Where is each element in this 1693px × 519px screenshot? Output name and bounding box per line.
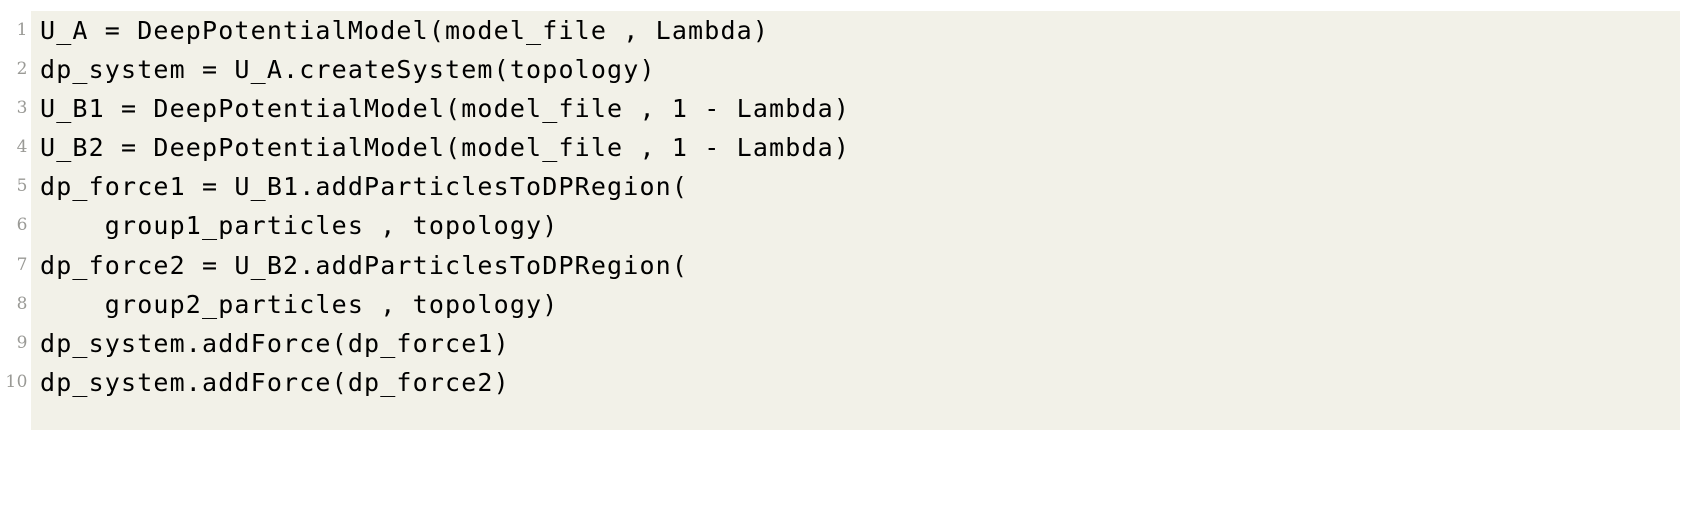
line-number: 6 — [16, 215, 28, 236]
code-line: 7 dp_force2 = U_B2.addParticlesToDPRegio… — [0, 246, 1693, 285]
code-line: 6 group1_particles , topology) — [0, 206, 1693, 245]
code-line: 5 dp_force1 = U_B1.addParticlesToDPRegio… — [0, 167, 1693, 206]
line-content[interactable]: group1_particles , topology) — [40, 211, 559, 241]
line-content[interactable]: dp_system.addForce(dp_force2) — [40, 367, 510, 397]
code-background-panel — [31, 11, 1680, 430]
line-number: 3 — [16, 98, 28, 119]
code-listing: 1 U_A = DeepPotentialModel(model_file , … — [0, 11, 1693, 430]
line-number: 4 — [16, 137, 28, 158]
line-number: 9 — [16, 332, 28, 353]
line-content[interactable]: dp_force1 = U_B1.addParticlesToDPRegion( — [40, 172, 689, 202]
line-number: 7 — [16, 254, 28, 275]
line-number: 5 — [16, 176, 28, 197]
line-content[interactable]: dp_system.addForce(dp_force1) — [40, 328, 510, 358]
code-line: 3 U_B1 = DeepPotentialModel(model_file ,… — [0, 89, 1693, 128]
code-line: 4 U_B2 = DeepPotentialModel(model_file ,… — [0, 128, 1693, 167]
line-content[interactable]: dp_force2 = U_B2.addParticlesToDPRegion( — [40, 250, 689, 280]
line-content[interactable]: U_B1 = DeepPotentialModel(model_file , 1… — [40, 94, 851, 124]
line-number: 1 — [16, 20, 28, 40]
code-line: 10 dp_system.addForce(dp_force2) — [0, 363, 1693, 402]
line-number: 10 — [5, 371, 28, 392]
line-content[interactable]: group2_particles , topology) — [40, 289, 559, 319]
code-line: 8 group2_particles , topology) — [0, 285, 1693, 324]
code-line: 2 dp_system = U_A.createSystem(topology) — [0, 50, 1693, 89]
code-line: 1 U_A = DeepPotentialModel(model_file , … — [0, 11, 1693, 50]
code-lines-container: 1 U_A = DeepPotentialModel(model_file , … — [0, 11, 1693, 402]
line-content[interactable]: U_A = DeepPotentialModel(model_file , La… — [40, 16, 770, 45]
code-line: 9 dp_system.addForce(dp_force1) — [0, 324, 1693, 363]
line-content[interactable]: dp_system = U_A.createSystem(topology) — [40, 55, 656, 85]
line-number: 8 — [16, 293, 28, 314]
line-content[interactable]: U_B2 = DeepPotentialModel(model_file , 1… — [40, 133, 851, 163]
line-number: 2 — [16, 59, 28, 80]
